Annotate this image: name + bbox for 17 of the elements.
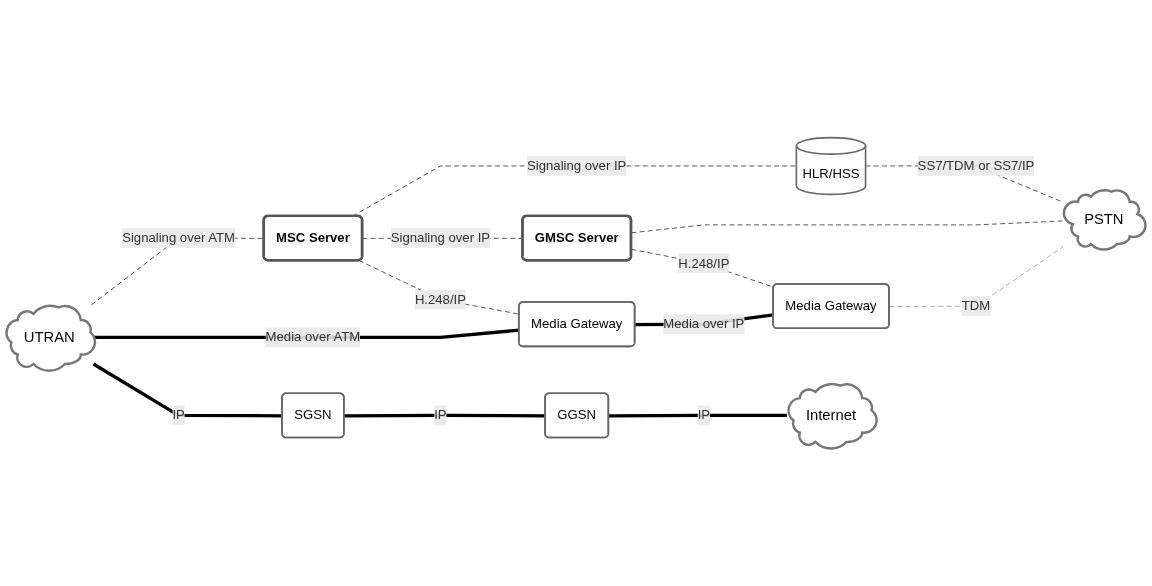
edge-label: H.248/IP <box>414 292 466 307</box>
edge-label: TDM <box>961 298 991 313</box>
connector <box>630 220 1064 234</box>
edge-label: Signaling over IP <box>527 158 627 173</box>
connector <box>608 413 787 418</box>
connector <box>92 362 283 418</box>
edge-label: Signaling over ATM <box>122 230 236 245</box>
connector <box>888 246 1064 307</box>
edge-label: IP <box>172 407 185 422</box>
edge-label: SS7/TDM or SS7/IP <box>917 158 1035 173</box>
edge-label: Signaling over IP <box>390 230 491 245</box>
edge-label: IP <box>697 407 711 422</box>
edge-label: H.248/IP <box>678 256 730 270</box>
edge-label: Media over ATM <box>265 329 361 344</box>
connector <box>344 413 546 418</box>
edge-label: Media over IP <box>663 316 745 331</box>
edge-label: IP <box>434 407 447 422</box>
